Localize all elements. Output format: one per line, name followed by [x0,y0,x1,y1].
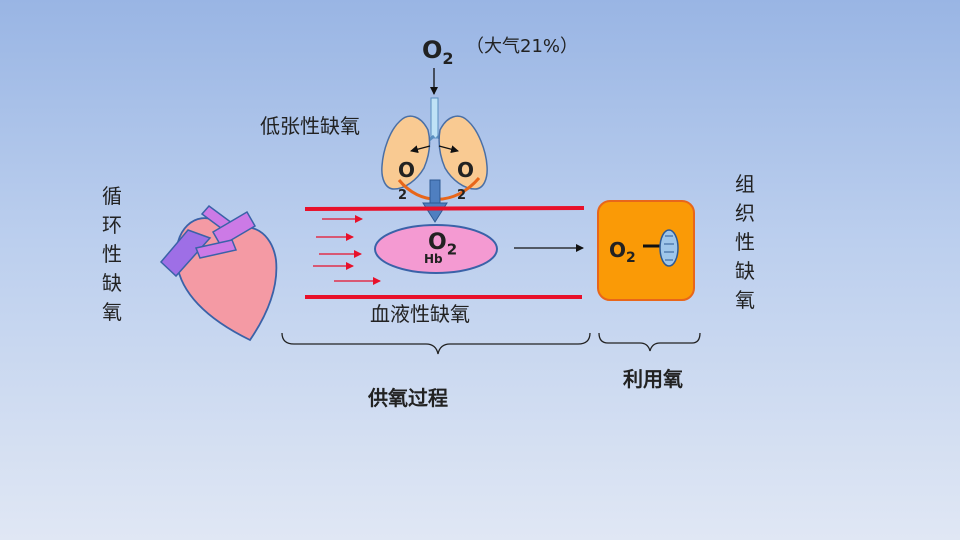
red-blood-cell [374,224,498,274]
histogenous-hypoxia-label: 组织性缺氧 [735,172,755,312]
lung-left-o2: O [398,158,416,182]
hemoglobin-label: Hb [424,252,443,266]
circulatory-hypoxia-label: 循环性缺氧 [102,184,122,324]
supply-brace [281,332,591,355]
vessel-top-line [304,206,585,211]
lung-right-o2: O [457,158,475,182]
blood-hypoxia-label: 血液性缺氧 [370,302,470,326]
tissue-o2: O2 [609,238,636,266]
atmosphere-note: （大气21%） [466,36,579,57]
heart-icon [159,204,278,342]
o2-atmosphere-symbol: O2 [422,36,454,68]
blood-o2: O2 [428,230,458,259]
lung-to-blood-arrow [422,179,448,223]
oxygen-utilization-label: 利用氧 [623,367,683,391]
oxygen-supply-label: 供氧过程 [368,386,448,410]
mitochondrion-icon [659,229,679,267]
hypotonic-hypoxia-label: 低张性缺氧 [260,114,360,138]
utilization-brace [598,332,701,352]
tissue-cell [597,200,695,301]
lungs-icon [381,115,488,201]
lung-right-o2-sub: 2 [457,188,467,203]
blood-flow-arrows [313,215,381,285]
lung-left-o2-sub: 2 [398,188,408,203]
